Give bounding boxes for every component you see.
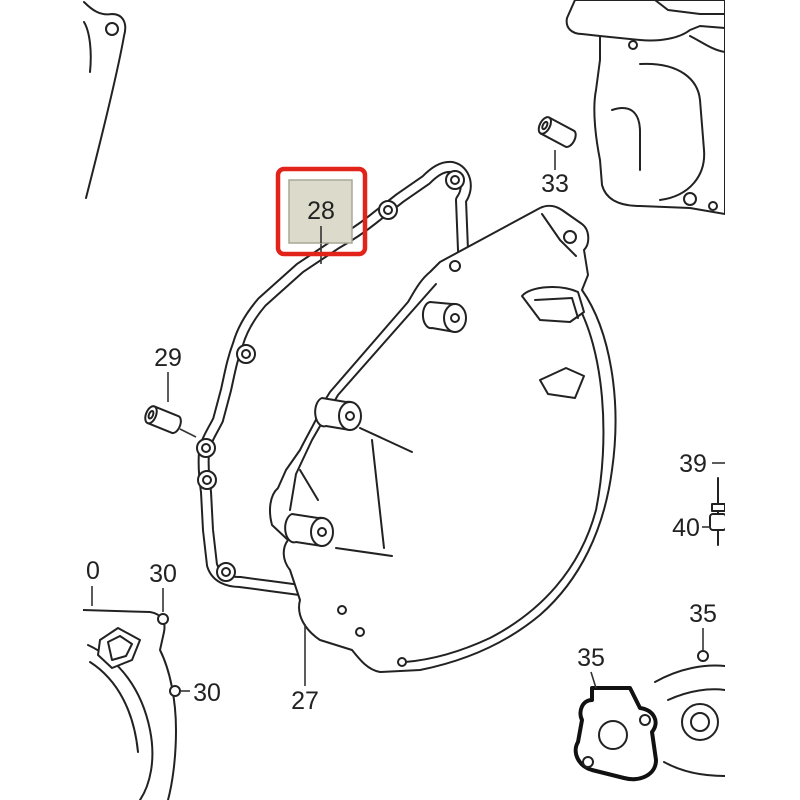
cover-boss-upper-hole (450, 313, 460, 323)
bottom-left-partial-cover (83, 609, 181, 800)
engine-right-detail (689, 35, 725, 53)
engine-hole-top (628, 40, 638, 50)
gasket-band-fill (199, 162, 470, 594)
bolt-30-side (169, 685, 181, 697)
bottom-right-partial-assembly (573, 650, 725, 781)
gasket (196, 160, 472, 596)
callout-29[interactable]: 29 (154, 344, 182, 372)
dowel-pin-33 (537, 116, 577, 148)
gasket-hole (383, 205, 393, 215)
bolt-35-right (697, 650, 709, 662)
parts-39-40 (709, 477, 725, 546)
cover-outline (269, 204, 617, 673)
cover-boss-lower (284, 513, 334, 547)
bottom-left-clip-detail (107, 635, 133, 661)
gasket-hole (201, 443, 211, 453)
bottom-right-seal-center (690, 712, 710, 732)
callout-39[interactable]: 39 (679, 450, 707, 478)
engine-side-detail (611, 107, 641, 171)
callout-left-cut[interactable]: 0 (86, 557, 100, 585)
dowel-pin-33-bore (541, 120, 549, 131)
callout-30-side[interactable]: 30 (193, 679, 221, 707)
top-left-partial-part (83, 1, 127, 199)
engine-top-flange (599, 25, 725, 42)
dowel-pin-29-axis-line (179, 428, 197, 438)
cover-bottom-hole (397, 657, 407, 667)
leader-35-left (590, 671, 597, 689)
generator-cover (269, 204, 617, 673)
top-left-part-edge (83, 21, 92, 73)
engine-hole-bottom (683, 192, 697, 206)
cover-rib-lines (299, 427, 413, 557)
cover-boss-middle-hole (345, 411, 355, 421)
pump-cover-bolt-hole (582, 756, 594, 768)
engine-top-edge (654, 0, 725, 15)
bottom-left-clip (97, 627, 141, 669)
cover-bottom-hole (337, 605, 347, 615)
selected-callout-28[interactable]: 28 (275, 166, 368, 257)
cover-top-boss-edge (541, 213, 577, 257)
highlight-border (275, 166, 368, 257)
leader-lines (91, 150, 725, 692)
part-39-washer (711, 503, 725, 512)
gasket-hole (241, 349, 251, 359)
callout-35-right[interactable]: 35 (689, 600, 717, 628)
pump-cover-center (598, 720, 628, 750)
callout-30-top[interactable]: 30 (149, 560, 177, 588)
engine-cylinder-inner (639, 62, 706, 201)
diagram-drawing (83, 0, 725, 800)
cover-side-tab (539, 367, 585, 399)
callout-35-left[interactable]: 35 (577, 644, 605, 672)
cover-boss-upper (421, 301, 467, 333)
callout-28[interactable]: 28 (307, 197, 335, 225)
bottom-right-housing-lower (663, 761, 725, 777)
top-left-part-hole (105, 22, 119, 36)
gasket-hole (221, 567, 231, 577)
bottom-right-housing-inner (667, 688, 725, 701)
cover-top-hole (563, 230, 577, 244)
callout-labels: 33 29 39 40 0 30 30 35 35 27 (86, 170, 717, 715)
pump-cover-bolt-hole (639, 714, 651, 726)
engine-hole-bottom-right (708, 201, 718, 211)
part-40-fitting (709, 513, 725, 531)
cover-rim-inner (404, 299, 605, 663)
callout-33[interactable]: 33 (541, 170, 569, 198)
gasket-hole (450, 175, 460, 185)
cover-boss-lower-hole (317, 527, 327, 537)
dowel-pin-29-bore (147, 409, 155, 420)
gasket-bolt-lobes (196, 170, 465, 582)
bottom-left-cover-rim (89, 661, 139, 753)
engine-body-outline (565, 0, 725, 215)
cover-flange-inner (289, 283, 437, 511)
cover-top-bracket-detail (534, 297, 579, 319)
cover-boss-middle (314, 397, 362, 431)
cover-top-left-hole (449, 260, 461, 272)
top-right-engine-part (565, 0, 725, 215)
gasket-hole (202, 475, 212, 485)
callout-40[interactable]: 40 (672, 514, 700, 542)
cover-bottom-hole (355, 627, 365, 637)
bottom-right-housing-edge (654, 664, 725, 683)
cover-top-bracket (521, 286, 585, 323)
bolt-30-top (157, 613, 169, 625)
callout-27[interactable]: 27 (291, 687, 319, 715)
dowel-pin-29 (144, 405, 182, 435)
top-left-part-outline (83, 1, 127, 199)
